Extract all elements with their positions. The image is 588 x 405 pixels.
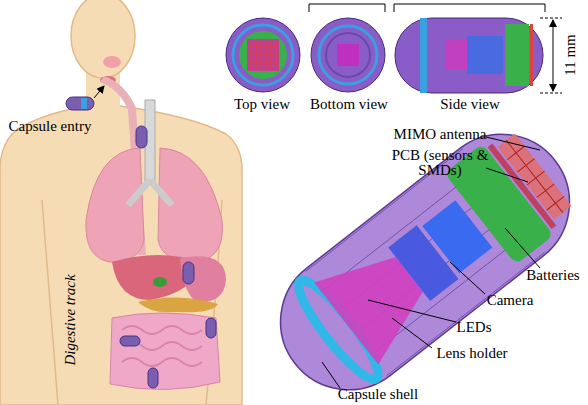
capsule-3d [253,107,588,405]
bottom-view-ring [319,26,377,84]
capsule-icon [206,318,216,338]
part-label: LEDs [457,320,492,335]
part-label: Side view [440,97,500,112]
bottom-view-shell [311,18,385,92]
pancreas [138,297,218,312]
part-label: Top view [234,97,290,112]
leader-line [486,168,528,182]
top-view-ring [233,25,293,85]
lung [86,148,144,262]
side-view-leds [420,18,427,93]
bottom-view-lens [337,44,359,66]
bottom-view-ring [326,33,370,77]
side-view-battery [505,24,529,86]
leader-line [505,228,540,268]
part-label: 11 mm [563,34,578,76]
dimension-arrow [553,55,554,91]
part-label: Camera [487,293,534,308]
part-label: Capsule entry [9,119,92,134]
leader-line [392,318,432,348]
part-label: PCB (sensors & SMDs) [381,148,499,178]
bronchi [128,180,172,205]
head [71,0,135,78]
leader-line [322,362,340,388]
antenna-grid [498,133,572,219]
side-view-lens [445,40,467,70]
top-view-pcb [247,39,279,71]
body-silhouette [0,106,242,405]
liver [112,255,200,300]
top-view-battery [239,31,287,79]
dimension-bracket [394,4,545,12]
part-label: Bottom view [310,97,388,112]
leader-line [450,262,485,294]
part-label: Batteries [526,268,579,283]
gall-bladder [153,277,167,287]
capsule-icon [148,368,158,388]
part-label: Capsule shell [338,387,418,402]
part-label: MIMO antenna [394,127,487,142]
side-view-pcb [530,24,533,86]
stomach [180,256,226,302]
intestines [110,313,220,390]
capsule-icon [120,336,140,346]
part-label: Lens holder [436,346,507,361]
side-view-shell [395,18,543,93]
capsule-icon [136,126,147,148]
entry-arrow [94,86,104,98]
leader-line [486,137,540,150]
part-label: Digestive track [63,274,78,365]
dimension-ticks [540,18,562,93]
capsule-band [81,98,87,109]
capsule-shell [253,107,588,405]
antenna-grid [249,41,277,69]
nasal-cavity [103,56,121,68]
dimension-bracket [309,4,385,12]
dimension-arrow [553,20,554,55]
arm-line [42,200,58,405]
mimo-antenna [498,133,572,219]
top-view-shell [226,18,300,92]
capsule-icon [183,262,194,284]
side-view-camera [467,36,503,74]
capsule-icon [66,97,94,110]
leader-line [368,300,456,322]
